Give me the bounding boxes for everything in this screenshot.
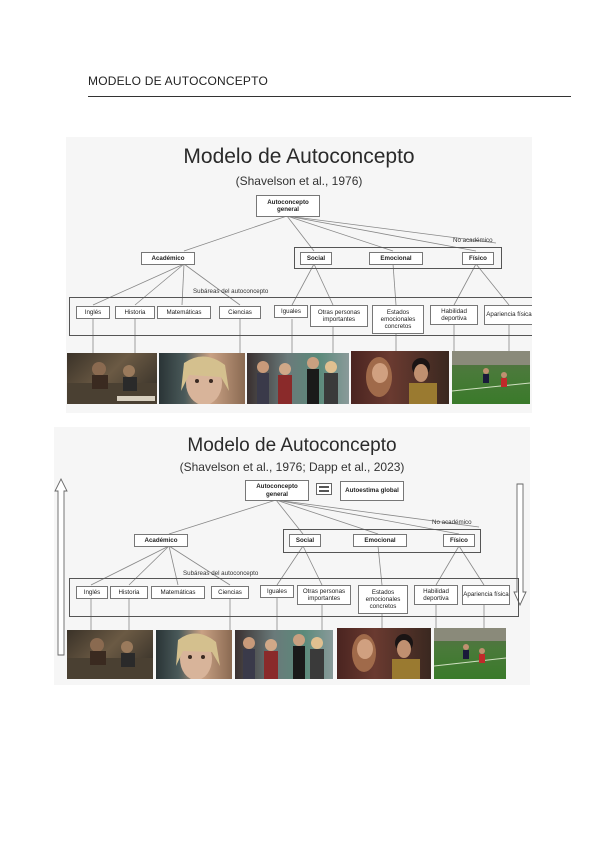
photo-classroom-2 [67, 630, 153, 679]
leaf-historia-2: Historia [110, 586, 148, 599]
leaf-matematicas-2: Matemáticas [151, 586, 205, 599]
figure-2-title: Modelo de Autoconcepto [187, 435, 397, 456]
photo-woman-face-2 [156, 630, 232, 679]
figure-1-title: Modelo de Autoconcepto [183, 145, 415, 168]
photo-classroom [67, 353, 157, 404]
subareas-group [69, 297, 532, 336]
leaf-ciencias-2: Ciencias [211, 586, 249, 599]
photo-couple [351, 351, 449, 404]
photo-football-2 [434, 628, 506, 679]
header-divider [88, 96, 571, 97]
social-node: Social [300, 252, 332, 265]
figure-2: Modelo de Autoconcepto (Shavelson et al.… [54, 427, 530, 685]
no-academico-label: No académico [453, 237, 493, 244]
leaf-estados-emocionales-2: Estados emocionales concretos [358, 585, 408, 614]
leaf-iguales: Iguales [274, 305, 308, 318]
academico-node-2: Académico [134, 534, 188, 547]
social-node-2: Social [289, 534, 321, 547]
leaf-habilidad-deportiva: Habilidad deportiva [430, 305, 478, 325]
leaf-matematicas: Matemáticas [157, 306, 211, 319]
leaf-historia: Historia [115, 306, 155, 319]
emocional-node: Emocional [369, 252, 423, 265]
leaf-apariencia-fisica-2: Apariencia física [462, 585, 510, 605]
emocional-node-2: Emocional [353, 534, 407, 547]
subareas-group-2 [69, 578, 519, 617]
figure-2-subtitle: (Shavelson et al., 1976; Dapp et al., 20… [179, 460, 405, 474]
equals-sign: = [316, 483, 332, 495]
leaf-ingles-2: Inglés [76, 586, 108, 599]
no-academico-group-2 [283, 529, 481, 553]
photo-friends-2 [235, 630, 333, 679]
page-header-title: MODELO DE AUTOCONCEPTO [88, 74, 268, 88]
subareas-label-2: Subáreas del autoconcepto [183, 570, 259, 577]
leaf-ciencias: Ciencias [219, 306, 261, 319]
arrow-up-icon [54, 477, 68, 656]
photo-friends [247, 353, 349, 404]
leaf-habilidad-deportiva-2: Habilidad deportiva [414, 585, 458, 605]
figure-1-subtitle: (Shavelson et al., 1976) [235, 174, 363, 188]
figure-1: Modelo de Autoconcepto (Shavelson et al.… [66, 137, 532, 413]
academico-node: Académico [141, 252, 195, 265]
leaf-estados-emocionales: Estados emocionales concretos [372, 305, 424, 334]
fisico-node: Físico [462, 252, 494, 265]
photo-couple-2 [337, 628, 431, 679]
no-academico-group [294, 247, 502, 269]
no-academico-label-2: No académico [432, 519, 472, 526]
root-node-2: Autoconcepto general [245, 480, 309, 501]
leaf-ingles: Inglés [76, 306, 110, 319]
fisico-node-2: Físico [443, 534, 475, 547]
leaf-otras-personas: Otras personas importantes [310, 305, 368, 327]
leaf-iguales-2: Iguales [260, 585, 294, 598]
leaf-otras-personas-2: Otras personas importantes [297, 585, 351, 605]
subareas-label: Subáreas del autoconcepto [193, 288, 269, 295]
leaf-apariencia-fisica: Apariencia física [484, 305, 532, 325]
autoestima-node: Autoestima global [340, 481, 404, 501]
root-node: Autoconcepto general [256, 195, 320, 217]
photo-football [452, 351, 530, 404]
photo-woman-face [159, 353, 245, 404]
arrow-down-icon [513, 483, 527, 607]
figure-1-connectors [92, 215, 510, 355]
